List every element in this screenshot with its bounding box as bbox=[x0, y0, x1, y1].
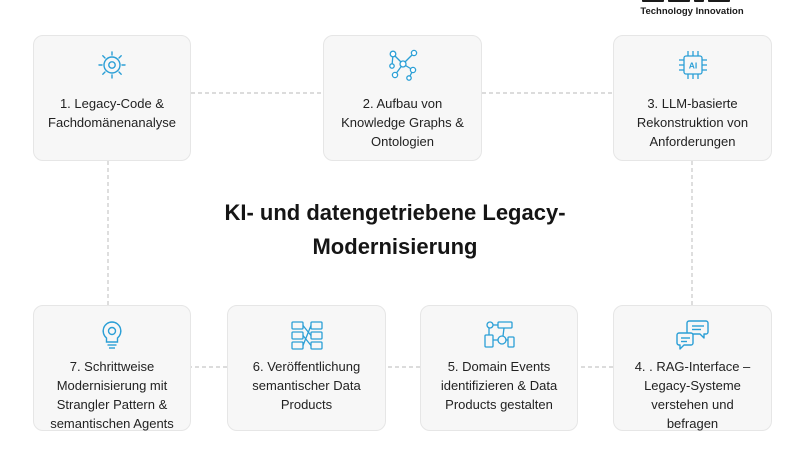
step-3-label: 3. LLM-basierte Rekonstruktion von Anfor… bbox=[636, 96, 749, 149]
step-2-label: 2. Aufbau von Knowledge Graphs & Ontolog… bbox=[341, 96, 464, 149]
gear-bulb-icon bbox=[98, 51, 126, 79]
chat-bubbles-icon bbox=[675, 320, 709, 350]
diagram-title: KI- und datengetriebene Legacy- Modernis… bbox=[224, 200, 566, 259]
step-1-label: 1. Legacy-Code & Fachdomänenanalyse bbox=[48, 96, 176, 130]
step-5-label: 5. Domain Events identifizieren & Data P… bbox=[440, 359, 558, 412]
step-4-label: 4. . RAG-Interface – Legacy-Systeme vers… bbox=[634, 359, 751, 431]
step-card-4[interactable]: 4. . RAG-Interface – Legacy-Systeme vers… bbox=[613, 305, 772, 431]
step-card-3[interactable]: AI 3. LLM-basierte Rekonstruktion von An… bbox=[613, 35, 772, 161]
graph-nodes-icon bbox=[388, 49, 417, 81]
step-card-6[interactable]: 6. Veröffentlichung semantischer Data Pr… bbox=[227, 305, 386, 431]
step-6-label: 6. Veröffentlichung semantischer Data Pr… bbox=[252, 359, 361, 412]
step-card-2[interactable]: 2. Aufbau von Knowledge Graphs & Ontolog… bbox=[323, 35, 482, 161]
brand-text: Technology Innovation bbox=[640, 6, 744, 17]
idea-bulb-icon bbox=[102, 321, 122, 349]
brand-mark bbox=[642, 0, 742, 2]
data-flow-icon bbox=[290, 321, 323, 350]
brand-logo: Technology Innovation bbox=[612, 0, 772, 18]
svg-text:AI: AI bbox=[688, 61, 697, 71]
step-card-1[interactable]: 1. Legacy-Code & Fachdomänenanalyse bbox=[33, 35, 191, 161]
step-7-label: 7. Schrittweise Modernisierung mit Stran… bbox=[50, 359, 174, 431]
step-card-5[interactable]: 5. Domain Events identifizieren & Data P… bbox=[420, 305, 578, 431]
ai-chip-icon: AI bbox=[678, 51, 707, 79]
step-card-7[interactable]: 7. Schrittweise Modernisierung mit Stran… bbox=[33, 305, 191, 431]
events-network-icon bbox=[484, 321, 515, 348]
